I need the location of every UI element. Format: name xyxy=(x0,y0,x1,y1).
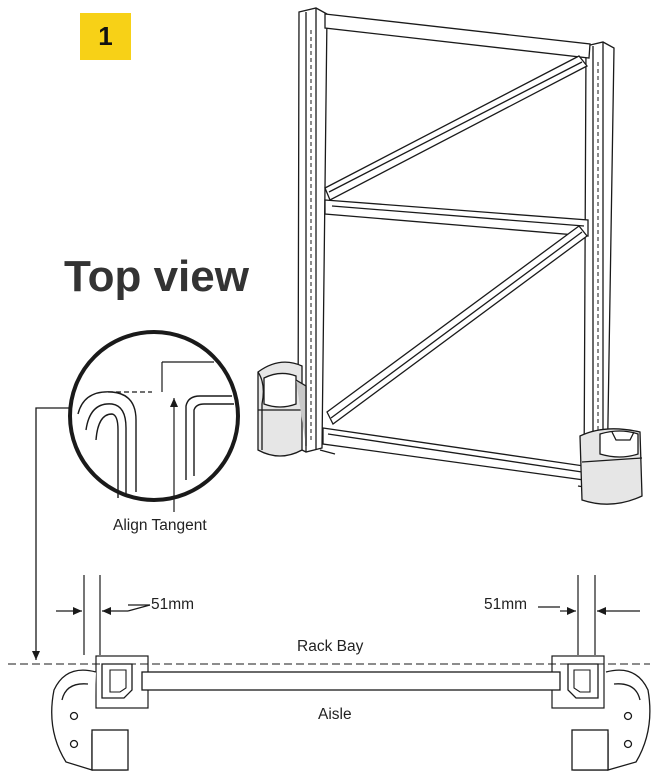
dimension-right-label: 51mm xyxy=(484,596,528,613)
left-guard-plan xyxy=(51,669,129,771)
aisle-label: Aisle xyxy=(318,706,352,723)
plan-view xyxy=(8,575,651,771)
frame-panel xyxy=(297,7,615,489)
page-heading: Top view xyxy=(64,252,249,301)
right-corner-guard xyxy=(579,428,643,505)
step-number-badge: 1 xyxy=(80,13,131,60)
magnifier-detail xyxy=(68,330,240,512)
rack-bay-label: Rack Bay xyxy=(297,638,364,655)
left-corner-guard xyxy=(257,361,307,457)
right-guard-plan xyxy=(571,669,651,771)
align-tangent-label: Align Tangent xyxy=(113,517,207,534)
pointer-arrow xyxy=(32,407,72,660)
dimension-left-label: 51mm xyxy=(151,596,195,613)
